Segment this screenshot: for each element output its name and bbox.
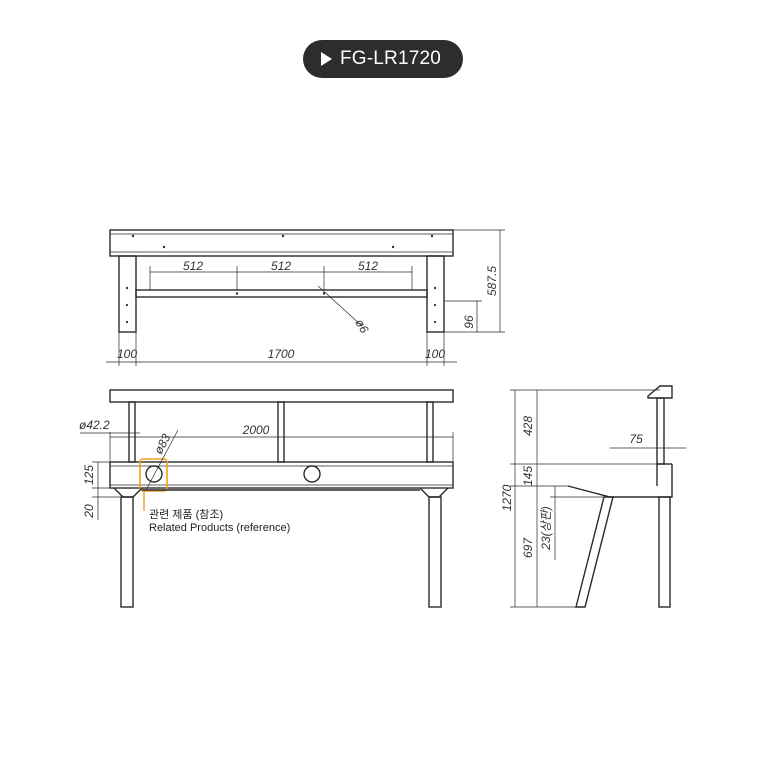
dim-offset: 75 [629, 432, 643, 446]
top-view-rail [135, 289, 428, 298]
dim-hole-diameter: ø83 [151, 431, 173, 456]
side-upper-shelf [647, 385, 673, 399]
top-view: 512 512 512 ø6 587.5 96 100 1700 100 [106, 229, 505, 366]
model-badge: FG-LR1720 [303, 40, 463, 78]
dim-top-thickness: 23(상판) [539, 506, 553, 550]
dim-512-a: 512 [183, 259, 203, 273]
dim-mid-height: 145 [521, 466, 535, 486]
dim-width: 1700 [268, 347, 295, 361]
top-view-right-leg [426, 255, 445, 333]
dim-left-overhang: 100 [117, 347, 137, 361]
dim-leg-height: 96 [462, 315, 476, 329]
side-view: 1270 428 145 697 23(상판) 75 [500, 385, 686, 608]
related-products-english: Related Products (reference) [149, 522, 291, 534]
dim-pipe-diameter: ø42.2 [79, 418, 110, 432]
dim-512-b: 512 [271, 259, 291, 273]
dim-right-overhang: 100 [425, 347, 445, 361]
front-view: 2000 ø42.2 ø83 125 20 [79, 389, 454, 608]
dim-rod-diameter: ø6 [352, 317, 371, 336]
dim-lower-height: 697 [521, 537, 535, 558]
dim-upper-height: 428 [521, 416, 535, 436]
dim-panel-height: 125 [82, 465, 96, 485]
front-desk-panel [109, 461, 454, 489]
front-left-leg [120, 496, 134, 608]
model-code: FG-LR1720 [339, 48, 442, 69]
grommet-hole [145, 465, 163, 483]
related-products-note: 관련 제품 (참조) Related Products (reference) [149, 509, 290, 535]
dim-total-height: 1270 [500, 484, 514, 511]
play-triangle-icon [320, 52, 332, 66]
top-view-table-top [109, 229, 454, 257]
dim-gap: 20 [82, 504, 96, 519]
front-upper-shelf [109, 389, 454, 403]
related-products-korean: 관련 제품 (참조) [149, 509, 224, 521]
side-front-leg [575, 496, 614, 608]
related-product-highlight [139, 458, 168, 492]
side-rear-leg [658, 496, 671, 608]
top-view-left-leg [118, 255, 137, 333]
dim-length: 2000 [242, 423, 270, 437]
dim-512-c: 512 [358, 259, 378, 273]
side-desk-top [567, 485, 673, 498]
dim-height: 587.5 [485, 266, 499, 296]
front-right-leg [428, 496, 442, 608]
